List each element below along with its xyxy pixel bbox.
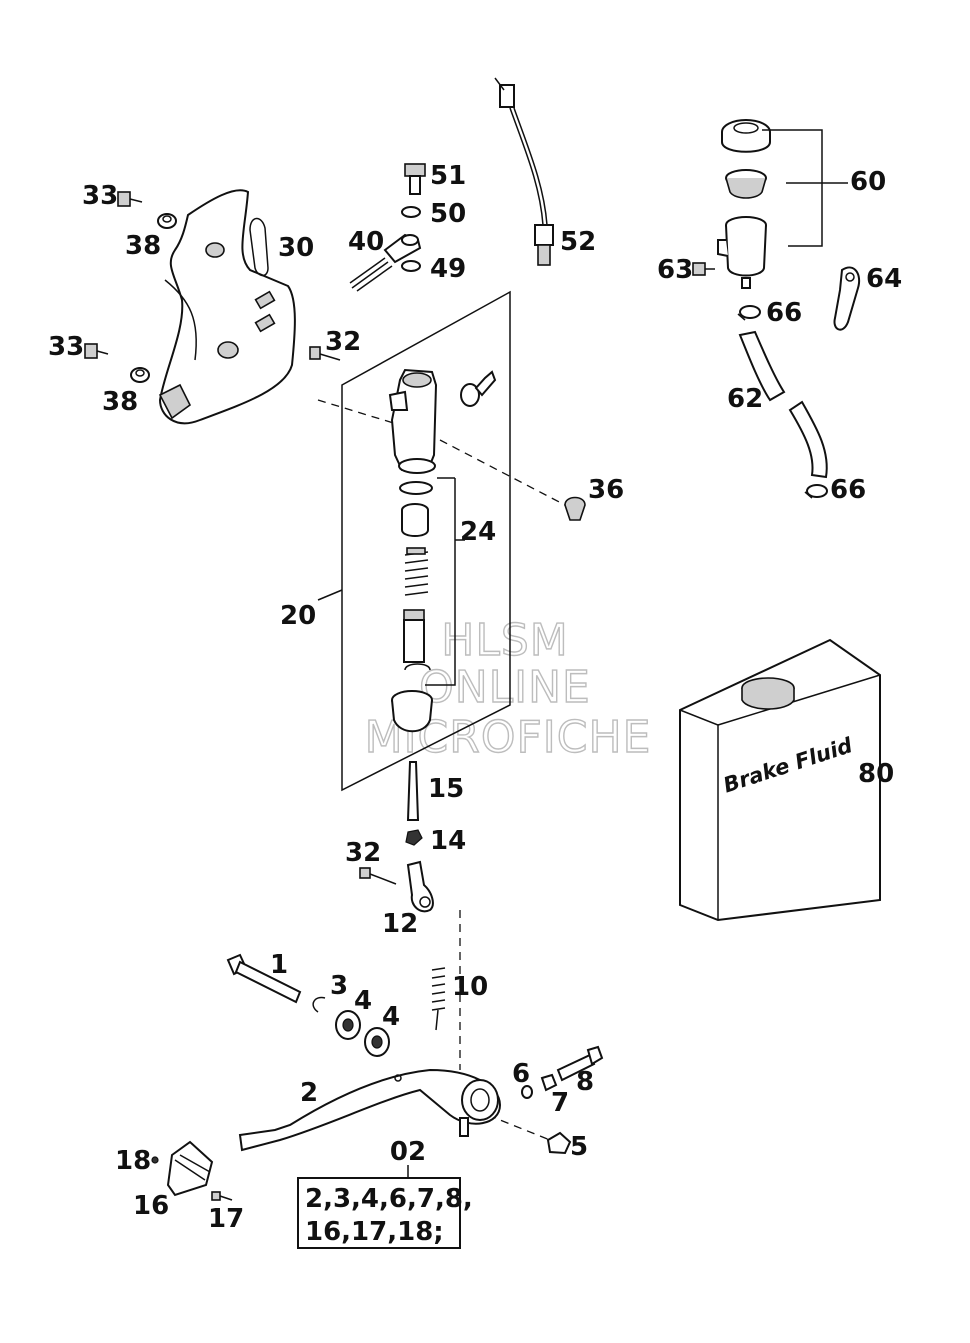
master-cylinder-group-frame	[341, 290, 511, 792]
callout-8: 8	[576, 1067, 594, 1097]
screw-33-lower	[84, 343, 109, 359]
banjo-bolt-51	[404, 163, 426, 195]
dashed-line-36	[439, 439, 566, 506]
callout-64: 64	[866, 264, 902, 294]
callout-7: 7	[551, 1088, 569, 1118]
nut-14	[405, 829, 423, 846]
bolt-32-upper	[309, 346, 341, 361]
callout-4-right: 4	[382, 1002, 400, 1032]
kit-list-line-2: 16,17,18;	[305, 1217, 444, 1247]
washer-50	[401, 206, 421, 218]
kit-list-line-1: 2,3,4,6,7,8,	[305, 1184, 473, 1214]
callout-14: 14	[430, 826, 466, 856]
callout-49: 49	[430, 254, 466, 284]
callout-51: 51	[430, 161, 466, 191]
callout-4-left: 4	[354, 986, 372, 1016]
hose-clamp-66-lower	[804, 484, 828, 499]
o-ring	[399, 481, 433, 495]
callout-66-lower: 66	[830, 475, 866, 505]
reservoir-cap-60	[721, 119, 771, 153]
watermark-line-2: ONLINE	[419, 662, 591, 713]
bolt-32-lower	[359, 867, 397, 885]
bracket-64	[833, 266, 861, 331]
callout-60: 60	[850, 167, 886, 197]
washer-49	[401, 260, 421, 272]
callout-24: 24	[460, 517, 496, 547]
callout-6: 6	[512, 1059, 530, 1089]
hose-clamp-66-upper	[737, 305, 761, 321]
bolt-8	[556, 1045, 604, 1082]
group-leader	[317, 589, 343, 601]
callout-32-upper: 32	[325, 327, 361, 357]
nut-7	[540, 1073, 558, 1092]
callout-38-upper: 38	[125, 231, 161, 261]
spring	[404, 547, 429, 596]
watermark-line-1: HLSM	[441, 615, 569, 666]
brake-hose-fitting-40	[349, 233, 422, 292]
callout-33-upper: 33	[82, 181, 118, 211]
callout-2: 2	[300, 1078, 318, 1108]
clevis-12	[406, 860, 434, 913]
callout-63: 63	[657, 255, 693, 285]
heel-guard-part	[158, 189, 296, 425]
callout-16: 16	[133, 1191, 169, 1221]
callout-15: 15	[428, 774, 464, 804]
callout-33-lower: 33	[48, 332, 84, 362]
circlip-3	[312, 996, 326, 1013]
callout-18: 18	[115, 1146, 151, 1176]
kit-box: 02 2,3,4,6,7,8, 16,17,18;	[297, 1137, 473, 1249]
callout-52: 52	[560, 227, 596, 257]
callout-3: 3	[330, 971, 348, 1001]
callout-38-lower: 38	[102, 387, 138, 417]
reservoir-diaphragm-60	[725, 169, 767, 199]
brake-pedal-2	[238, 1068, 502, 1152]
callout-10: 10	[452, 972, 488, 1002]
callout-17: 17	[208, 1204, 244, 1234]
callout-32-lower: 32	[345, 838, 381, 868]
callout-1: 1	[270, 950, 288, 980]
dust-boot	[391, 690, 433, 733]
screw-63	[692, 262, 715, 276]
repair-kit-frame	[425, 478, 456, 686]
callout-20: 20	[280, 601, 316, 631]
callout-62: 62	[727, 384, 763, 414]
washer-38-upper	[157, 213, 177, 229]
washer-38-lower	[130, 367, 150, 383]
spring-10	[431, 967, 446, 1031]
callout-80: 80	[858, 759, 894, 789]
callout-30: 30	[278, 233, 314, 263]
bearing-4-left	[335, 1010, 361, 1040]
callout-5: 5	[570, 1132, 588, 1162]
sleeve	[401, 503, 429, 537]
circlip	[404, 663, 431, 671]
brake-fluid-jug: Brake Fluid	[679, 638, 881, 922]
callout-40: 40	[348, 227, 384, 257]
reservoir-bracket-line	[762, 129, 823, 247]
grommet-36	[564, 496, 586, 521]
screw-17	[211, 1191, 233, 1201]
washer-6	[521, 1085, 533, 1099]
elbow-fitting	[460, 370, 497, 407]
callout-50: 50	[430, 199, 466, 229]
callout-36: 36	[588, 475, 624, 505]
callouts: 33 38 30 33 38 51 50 40 49 52 32 60 63 6…	[48, 161, 902, 1234]
kit-number: 02	[390, 1137, 426, 1167]
master-cylinder-body	[388, 368, 438, 474]
callout-12: 12	[382, 909, 418, 939]
nut-5	[546, 1131, 572, 1155]
pin-18	[151, 1156, 159, 1164]
callout-66-upper: 66	[766, 298, 802, 328]
brake-light-switch-52	[494, 77, 554, 266]
bearing-4-right	[364, 1027, 390, 1057]
push-rod-15	[406, 761, 420, 821]
reservoir-body-60	[717, 216, 767, 289]
piston	[403, 609, 425, 663]
pivot-bolt-1	[226, 953, 302, 1004]
hose-62	[738, 330, 828, 479]
dashed-line-mount	[317, 399, 401, 426]
step-plate-16	[166, 1140, 214, 1197]
screw-33-upper	[117, 191, 143, 207]
